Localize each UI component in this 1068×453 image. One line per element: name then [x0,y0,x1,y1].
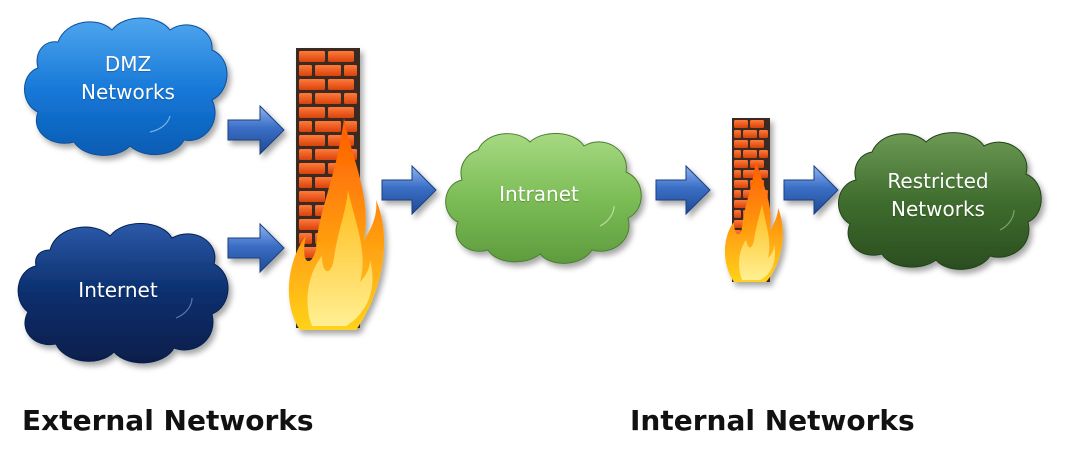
arrow-firewall-to-restricted [783,164,839,216]
brick [299,121,312,132]
brick [734,190,741,198]
brick [734,140,748,148]
brick [734,130,741,138]
brick [328,107,354,118]
brick [328,51,354,62]
brick [299,93,312,104]
brick [299,51,325,62]
brick [315,93,341,104]
brick [315,65,341,76]
internet-label-text: Internet [78,278,158,302]
internal-networks-heading: Internal Networks [630,404,915,437]
restricted-label-line1: Restricted [887,169,989,193]
brick [344,65,357,76]
intranet-label-text: Intranet [499,182,579,206]
brick [734,120,748,128]
brick [743,150,757,158]
arrow-dmz-to-firewall [227,104,285,156]
brick [315,121,341,132]
main-firewall [288,48,385,330]
brick [299,65,312,76]
brick [734,210,741,218]
brick [759,130,768,138]
restricted-cloud [838,132,1042,270]
brick [743,130,757,138]
brick [759,150,768,158]
restricted-label-line2: Networks [891,197,985,221]
brick [734,200,748,208]
brick [299,149,312,160]
brick [299,233,312,244]
intranet-cloud [445,132,642,264]
brick [299,135,325,146]
dmz-label-line2: Networks [81,80,175,104]
internal-firewall [724,118,783,282]
dmz-label-line1: DMZ [104,52,152,76]
external-networks-heading: External Networks [22,404,314,437]
intranet-label: Intranet [499,180,579,208]
internet-cloud [17,223,229,364]
brick [299,79,325,90]
dmz-label: DMZ Networks [81,50,175,106]
internet-label: Internet [78,276,157,304]
brick [750,140,764,148]
brick [344,121,357,132]
brick [315,149,341,160]
brick [734,150,741,158]
arrow-intranet-to-firewall [655,164,711,216]
brick [299,177,312,188]
brick [299,219,325,230]
arrow-internet-to-firewall [227,222,285,274]
brick [299,191,325,202]
brick [734,180,748,188]
brick [750,120,764,128]
dmz-cloud [24,17,228,156]
brick [299,107,325,118]
brick [734,170,741,178]
arrow-firewall-to-intranet [381,164,437,216]
restricted-label: Restricted Networks [887,167,988,223]
brick [344,93,357,104]
brick [734,160,748,168]
brick [299,163,325,174]
brick [299,205,312,216]
brick [759,170,768,178]
brick [328,79,354,90]
